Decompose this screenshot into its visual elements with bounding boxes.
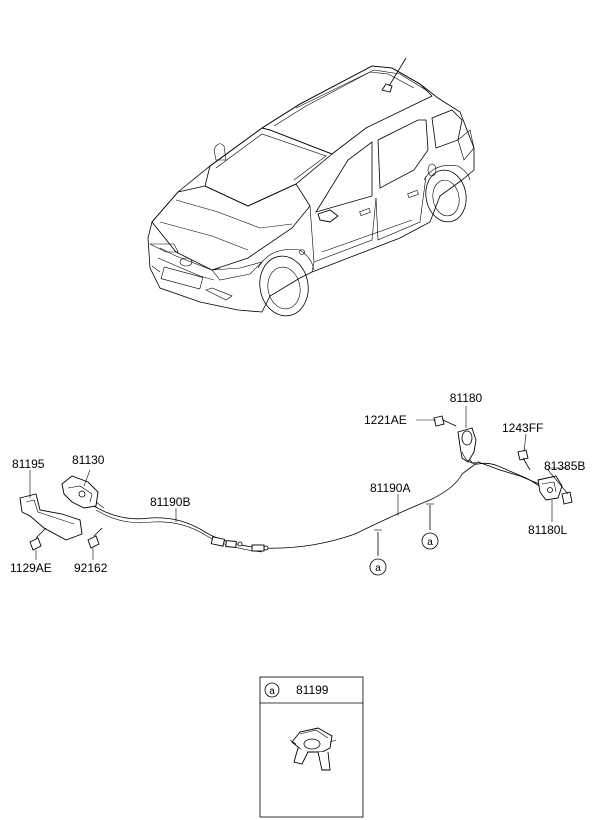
label-1129ae: 1129AE	[10, 561, 52, 575]
cable-assembly	[93, 449, 547, 556]
clip-81199-illustration	[289, 727, 337, 771]
label-81180: 81180	[450, 391, 483, 405]
label-81195: 81195	[12, 457, 45, 471]
inset-part-number: 81199	[296, 683, 329, 697]
label-81190a: 81190A	[370, 481, 410, 495]
leader-lines	[29, 406, 569, 560]
callout-circle-2	[421, 532, 439, 550]
label-92162: 92162	[74, 561, 108, 575]
label-81130: 81130	[72, 453, 105, 467]
label-81385b: 81385B	[544, 459, 585, 473]
inset-box: a 81199	[259, 676, 364, 818]
label-81190b: 81190B	[150, 495, 190, 509]
inset-marker-circle	[264, 682, 280, 698]
part-labels: 81180 1221AE 1243FF 81385B 81180L 81195 …	[10, 391, 585, 575]
label-1221ae: 1221AE	[364, 413, 407, 427]
inset-marker: a	[269, 686, 275, 697]
label-81180l: 81180L	[528, 523, 567, 537]
label-1243ff: 1243FF	[502, 421, 543, 435]
callout-marker-2: a	[427, 537, 433, 548]
vehicle-illustration	[147, 57, 475, 317]
callout-markers: a a	[369, 532, 439, 576]
inset-frame	[259, 676, 364, 818]
callout-circle-1	[369, 558, 387, 576]
callout-marker-1: a	[375, 563, 381, 574]
release-lever-assembly	[433, 415, 573, 505]
hood-latch-assembly	[19, 475, 105, 551]
